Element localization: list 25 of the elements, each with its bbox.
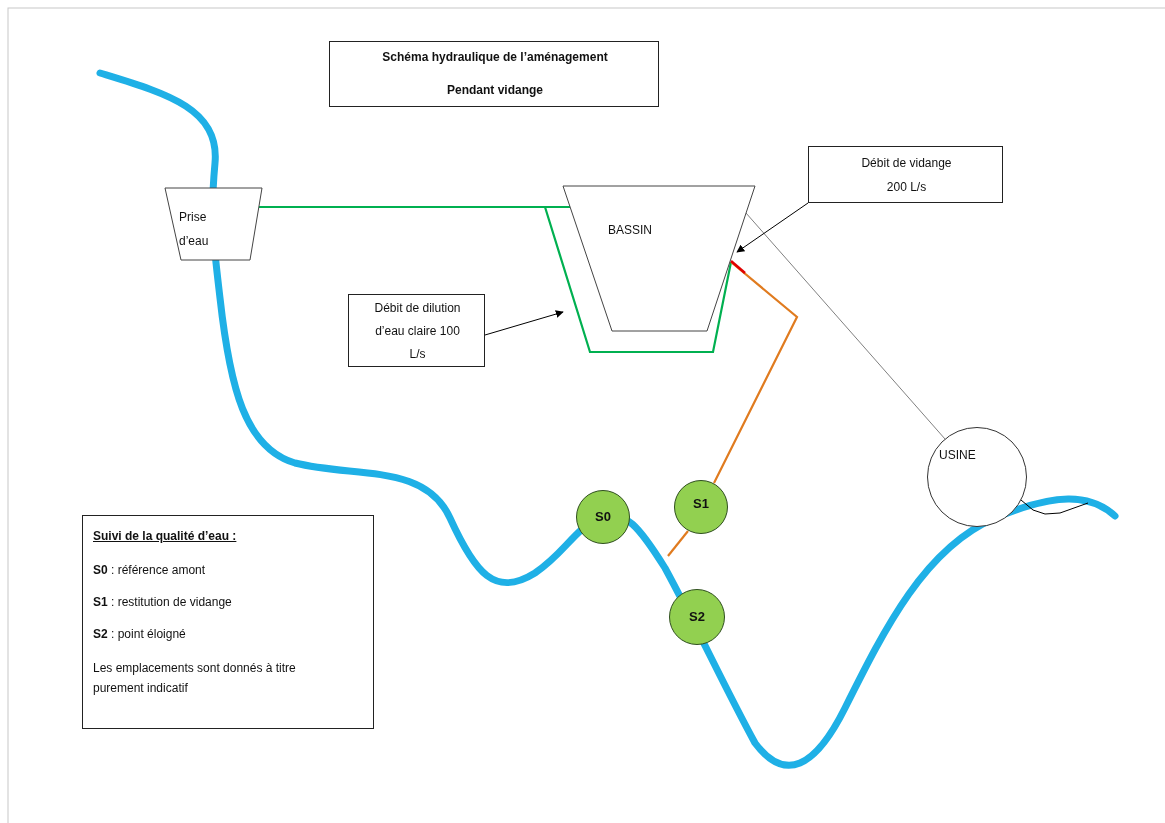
node-label: Suivi de la qualité d’eau : (93, 528, 238, 544)
pipe-line (667, 530, 689, 557)
leader-arrow (736, 202, 809, 253)
pipe-line (1020, 499, 1089, 515)
title-box (329, 41, 659, 107)
legend-text: S1 : restitution de vidange (93, 594, 233, 610)
leader-arrow (484, 310, 564, 336)
legend-text: S2 : point éloigné (93, 626, 187, 642)
pipe-line (713, 261, 799, 484)
node-label: Débit de dilution d’eau claire 100 L/s (373, 300, 462, 363)
title-text: Pendant vidange (446, 82, 544, 98)
node-label: S1 (692, 496, 710, 512)
legend-text: S0 : référence amont (93, 562, 207, 578)
node-label: BASSIN (608, 222, 653, 238)
legend-text: Les emplacements sont donnés à titre purement indicatif (93, 660, 297, 697)
title-text: Schéma hydraulique de l’aménagement (381, 49, 609, 65)
callout-box (808, 146, 1003, 203)
pipe-line (745, 212, 946, 440)
node-label: Prise d’eau (179, 209, 210, 250)
node-label: Débit de vidange 200 L/s (860, 155, 953, 196)
node-label: S2 (688, 609, 706, 625)
legend-box (82, 515, 374, 729)
callout-box (348, 294, 485, 367)
node-label: USINE (939, 447, 977, 463)
node-label: S0 (594, 509, 612, 525)
